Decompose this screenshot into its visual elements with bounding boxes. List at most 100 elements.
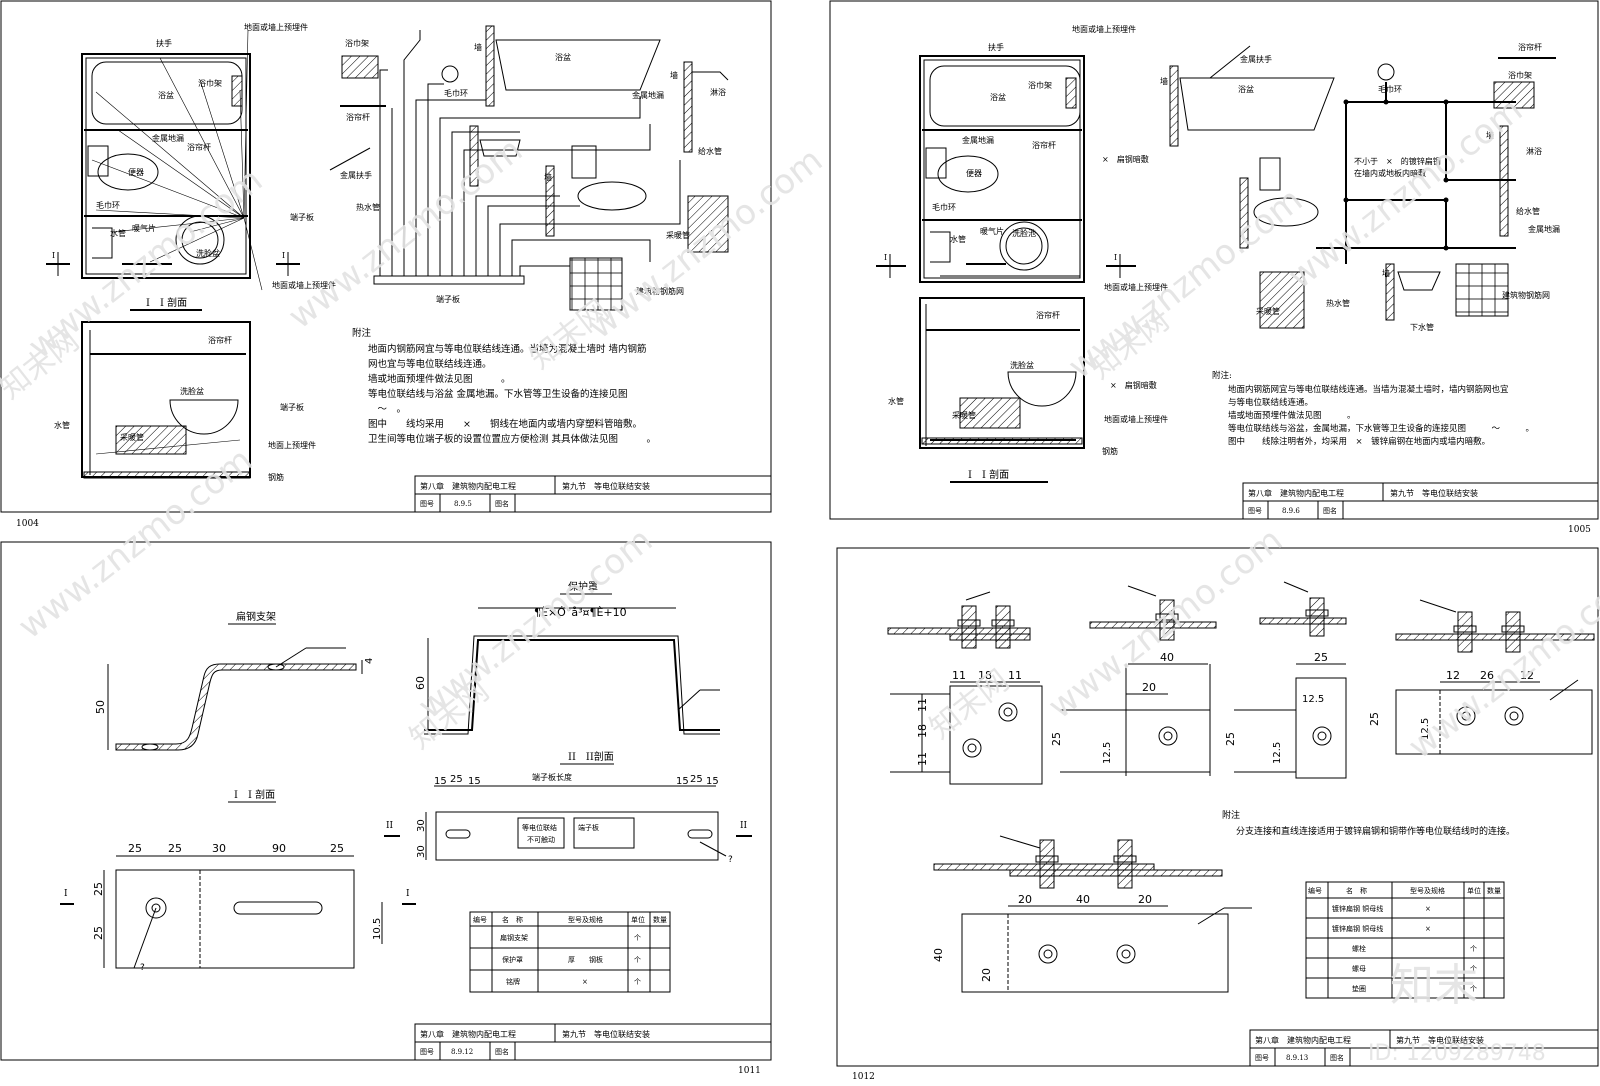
notes-title: 附注	[1222, 809, 1240, 821]
section-name: 第九节 等电位联结安装	[562, 1029, 650, 1039]
name-label: 图名	[1323, 506, 1337, 515]
label: 给水管	[698, 146, 722, 156]
connection-3: 25 12.5 25 12.5	[1224, 581, 1347, 779]
label: 地面或墙上预埋件	[272, 280, 336, 290]
label: 钢筋	[268, 472, 284, 482]
notes: 附注: 地面内钢筋网宜与等电位联结线连通。当墙为混凝土墙时，墙内钢筋网也宜 与等…	[1212, 370, 1534, 447]
title-block: 第八章 建筑物内配电工程 第九节 等电位联结安装 图号 8.9.13 图名	[1249, 1029, 1599, 1067]
label: 水管	[950, 234, 966, 244]
label: 水管	[888, 396, 904, 406]
dim-label: 20	[1142, 681, 1156, 694]
dim-label: 30	[416, 845, 427, 858]
label: 墙	[544, 172, 552, 182]
label: 淋浴	[710, 87, 726, 97]
dim-label: 20	[980, 968, 993, 982]
note-line: 等电位联结线与浴盆，金属地漏，下水管等卫生设备的连接见图 ～ 。	[1228, 423, 1534, 434]
watermark-text: www.znzmo.com	[1041, 520, 1290, 727]
riser-toilet	[577, 181, 647, 211]
label: 水管	[110, 228, 126, 238]
note-line: 地面内钢筋网宜与等电位联结线连通。当墙为混凝土墙时，墙内钢筋网也宜	[1228, 384, 1509, 395]
label: 洗脸盆	[180, 386, 204, 396]
dim-label: 25	[450, 774, 463, 785]
table-cell: ×	[1425, 925, 1431, 933]
table-header: 编号	[1308, 886, 1322, 895]
label: 浴巾架	[345, 38, 369, 48]
label: 浴帘杆	[346, 112, 370, 122]
label: 地面或墙上预埋件	[1104, 414, 1168, 424]
dim-label: 60	[414, 676, 427, 690]
parts-table: 编号 名 称 型号及规格 单位 数量 镀锌扁钢 铜母线 × 镀锌扁钢 铜母线 ×…	[1305, 881, 1505, 999]
sheet-1004: 1004	[0, 0, 772, 529]
fig-number: 8.9.13	[1286, 1054, 1308, 1062]
sheet-border	[829, 0, 1599, 520]
bathroom-plan-2	[876, 55, 1136, 283]
label: I	[884, 253, 887, 262]
dim-caption: 端子板长度	[532, 772, 572, 782]
watermark-layer: www.znzmo.com www.znzmo.com www.znzmo.co…	[0, 90, 1600, 1066]
label: 浴帘杆	[187, 142, 211, 152]
note-line: 墙或地面预埋件做法见图 。	[1228, 410, 1356, 421]
label: 端子板	[436, 294, 460, 304]
fig-label: 图号	[420, 1048, 434, 1056]
dim-label: 30	[416, 819, 427, 832]
connection-1: 11 18 11 11 18 11	[887, 591, 1043, 785]
fig-number: 8.9.12	[451, 1048, 473, 1056]
terminal-board	[373, 275, 525, 285]
watermark-text: www.znzmo.com	[1401, 560, 1600, 767]
table-cell: 铭牌	[506, 977, 520, 986]
dim-label: 15	[468, 776, 481, 787]
label: × 扁钢暗敷	[1102, 154, 1149, 164]
table-cell: 镀锌扁钢 铜母线	[1332, 904, 1383, 913]
dim-label: 11	[952, 669, 966, 682]
watermark-id: ID: 1209289748	[1368, 1041, 1546, 1066]
page-number: 1005	[1568, 525, 1591, 535]
callout: ?	[728, 855, 733, 865]
note-line: 地面内钢筋网宜与等电位联结线连通。当墙为混凝土墙时 墙内钢筋	[368, 343, 647, 355]
label: 浴盆	[990, 92, 1006, 102]
dim-label: 25	[330, 842, 344, 855]
table-cell: 个	[634, 934, 641, 942]
label: 不小于 × 的镀锌扁钢	[1354, 156, 1441, 166]
dim-label: 11	[1008, 669, 1022, 682]
title-block: 第八章 建筑物内配电工程 第九节 等电位联结安装 图号 8.9.5 图名	[414, 475, 772, 513]
label: 便器	[128, 167, 144, 177]
label: 浴巾架	[1028, 80, 1052, 90]
section-name: 第九节 等电位联结安装	[1390, 488, 1478, 498]
terminal-board-view	[435, 811, 719, 861]
watermark-text: www.znzmo.com	[581, 140, 830, 347]
table-header: 单位	[631, 915, 645, 924]
table-header: 编号	[473, 915, 487, 924]
note-line: 卫生间等电位端子板的设置位置应方便检测 其具体做法见图 。	[368, 433, 656, 445]
section-mark: I	[406, 889, 410, 899]
dim-label: 25	[92, 926, 105, 940]
parts-table: 编号 名 称 型号及规格 单位 数量 扁钢支架 个 保护罩 厚 钢板 个 铭牌 …	[469, 911, 671, 993]
label: 下水管	[1410, 322, 1434, 332]
dim-label: 25	[92, 882, 105, 896]
cover-dim: ¶Ë×Ó°å³¤¶È+10	[534, 606, 627, 619]
label: 在墙内或地板内暗敷	[1354, 168, 1426, 178]
riser-diagram-2	[1169, 45, 1556, 329]
label: 洗脸池	[1012, 228, 1036, 238]
dim-label: 25	[168, 842, 182, 855]
label: 采暖管	[1256, 306, 1280, 316]
toilet-shape	[97, 153, 159, 191]
table-cell: 螺母	[1352, 964, 1366, 973]
label: 金属扶手	[1240, 54, 1272, 64]
cover-shape	[424, 639, 720, 731]
label: 建筑物钢筋网	[1502, 290, 1550, 300]
sheet-border	[0, 0, 772, 513]
section-mark: I	[64, 889, 68, 899]
notes-title: 附注:	[1212, 370, 1232, 381]
note-line: 与等电位联结线连通。	[1228, 397, 1313, 408]
label: I	[52, 251, 55, 260]
table-header: 单位	[1467, 886, 1481, 895]
dim-label: 20	[1018, 893, 1032, 906]
table-cell: 垫圈	[1352, 984, 1366, 993]
basin-shape	[175, 215, 225, 265]
sheet-border	[0, 541, 772, 1061]
label: 建筑物钢筋网	[636, 286, 684, 296]
chapter-title: 第八章 建筑物内配电工程	[1255, 1035, 1351, 1045]
riser-diagram	[329, 25, 729, 311]
section-title: I I 剖面	[968, 468, 1009, 481]
chapter-title: 第八章 建筑物内配电工程	[420, 481, 516, 491]
